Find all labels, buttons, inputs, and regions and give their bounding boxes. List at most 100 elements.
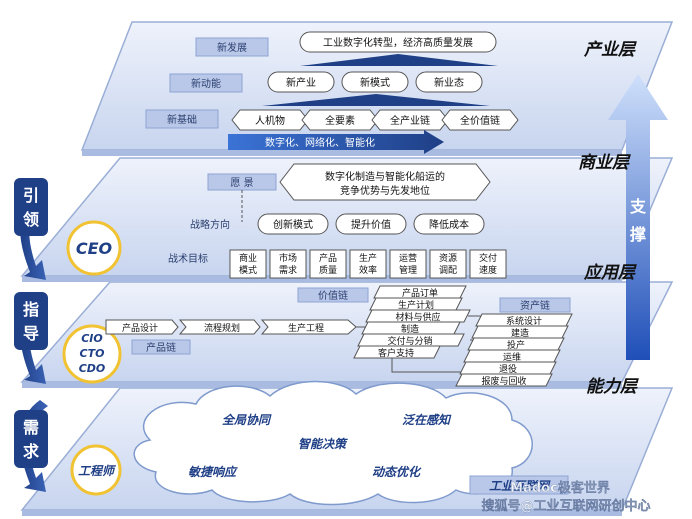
industry-foundation-4: 全价值链 <box>460 114 500 127</box>
product-flow: 产品设计 流程规划 生产工程 <box>105 319 357 335</box>
value-chain-label: 价值链 <box>318 289 348 302</box>
business-strategy-1: 创新模式 <box>273 218 313 231</box>
svg-text:材料与供应: 材料与供应 <box>395 311 440 323</box>
role-ceo-label: CEO <box>76 239 113 258</box>
industry-foundation-1: 人机物 <box>255 114 285 127</box>
svg-text:客户支持: 客户支持 <box>378 347 414 359</box>
support-label-char-2: 撑 <box>630 225 646 244</box>
role-cio-line-1: CIO <box>81 332 103 345</box>
flow-connector-3 <box>391 358 486 373</box>
svg-text:商业: 商业 <box>239 252 257 264</box>
business-label-vision: 愿 景 <box>230 177 253 189</box>
application-chain-labels: 价值链 产品链 资产链 <box>131 287 571 355</box>
cloud-item-4: 敏捷响应 <box>188 465 238 479</box>
svg-text:交付与分销: 交付与分销 <box>387 335 432 347</box>
side-demand: 需 求 <box>14 400 48 492</box>
side-direct: 指 导 <box>14 292 48 384</box>
svg-text:需求: 需求 <box>279 264 297 276</box>
industry-row-labels: 新发展 新动能 新基础 <box>145 37 269 129</box>
cloud-item-3: 智能决策 <box>298 437 348 451</box>
industry-foundation-3: 全产业链 <box>390 114 430 127</box>
role-cio-line-3: CDO <box>79 362 106 375</box>
support-arrow: 支 撑 <box>608 74 668 360</box>
demand-label-char-1: 需 <box>23 418 39 437</box>
product-flow-3: 生产工程 <box>288 322 324 334</box>
business-strategy-3: 降低成本 <box>429 218 469 231</box>
cloud-item-1: 全局协同 <box>222 413 272 427</box>
industry-top-chevron <box>300 54 498 66</box>
layer-title-capability: 能力层 <box>586 377 639 397</box>
svg-text:产品: 产品 <box>319 252 337 264</box>
product-flow-2: 流程规划 <box>204 322 240 334</box>
svg-text:调配: 调配 <box>439 265 457 276</box>
svg-text:制造: 制造 <box>401 323 419 335</box>
svg-text:效率: 效率 <box>359 264 377 276</box>
svg-text:运营: 运营 <box>399 252 417 264</box>
industry-row-label-1: 新发展 <box>217 41 247 54</box>
industry-driver-3: 新业态 <box>434 76 464 89</box>
role-cio-line-2: CTO <box>80 347 105 360</box>
svg-text:管理: 管理 <box>399 264 417 276</box>
capability-cloud: 全局协同 泛在感知 智能决策 敏捷响应 动态优化 <box>133 380 533 506</box>
business-labels: 愿 景 战略方向 战术目标 <box>168 173 277 265</box>
business-vision-line-2: 竞争优势与先发地位 <box>340 184 430 197</box>
value-items: 产品订单 生产计划 材料与供应 制造 交付与分销 客户支持 <box>353 285 471 359</box>
demand-label-char-2: 求 <box>23 442 40 461</box>
industry-mid-chevron <box>262 94 490 106</box>
svg-text:退役: 退役 <box>499 363 517 375</box>
product-chain-label: 产品链 <box>146 341 176 354</box>
business-label-tactics: 战术目标 <box>168 253 208 265</box>
watermark-line-1: Madoc极客世界 <box>510 480 610 496</box>
svg-text:工业数字化转型，经济高质量发展: 工业数字化转型，经济高质量发展 <box>323 36 473 49</box>
cloud-item-5: 动态优化 <box>372 465 422 479</box>
watermark: Madoc极客世界 搜狐号@工业互联网研创中心 <box>481 480 650 514</box>
direct-label-char-2: 导 <box>23 324 39 343</box>
industry-drivers: 新产业 新模式 新业态 <box>267 71 483 93</box>
asset-chain-label: 资产链 <box>520 299 550 312</box>
svg-text:模式: 模式 <box>239 264 257 276</box>
svg-text:资源: 资源 <box>439 253 457 264</box>
side-guide: 引 领 <box>14 178 48 280</box>
guide-label-char-2: 领 <box>23 210 39 229</box>
cloud-item-2: 泛在感知 <box>402 413 452 427</box>
business-tactics: 商业 模式 市场 需求 产品 质量 生产 效率 运营 管理 资源 调配 交付 速… <box>229 249 507 279</box>
business-label-strategy: 战略方向 <box>190 218 230 231</box>
watermark-line-2: 搜狐号@工业互联网研创中心 <box>481 498 650 514</box>
svg-text:建造: 建造 <box>511 327 529 339</box>
business-vision-line-1: 数字化制造与智能化船运的 <box>325 170 445 183</box>
svg-text:投产: 投产 <box>507 339 525 351</box>
industry-arrow-text: 数字化、网络化、智能化 <box>265 136 375 149</box>
role-cio: CIO CTO CDO <box>62 324 122 384</box>
role-engineer-label: 工程师 <box>78 464 117 478</box>
svg-text:生产: 生产 <box>359 252 377 264</box>
layer-title-industry: 产业层 <box>583 40 637 60</box>
industry-driver-2: 新模式 <box>360 76 390 89</box>
industry-row-label-3: 新基础 <box>167 113 197 126</box>
platform-badge: 工业互联网 <box>469 475 569 495</box>
svg-text:产品订单: 产品订单 <box>402 287 438 299</box>
business-vision-box: 数字化制造与智能化船运的 竞争优势与先发地位 <box>279 163 491 201</box>
svg-text:交付: 交付 <box>479 252 497 264</box>
asset-items: 系统设计 建造 投产 运维 退役 报废与回收 <box>455 313 573 387</box>
business-strategy-2: 提升价值 <box>351 218 391 231</box>
svg-text:生产计划: 生产计划 <box>398 299 434 311</box>
svg-text:速度: 速度 <box>479 264 497 276</box>
business-strategies: 创新模式 提升价值 降低成本 <box>257 213 485 235</box>
industry-arrow-band: 数字化、网络化、智能化 <box>228 130 444 154</box>
industry-foundation-2: 全要素 <box>325 114 355 127</box>
direct-label-char-1: 指 <box>23 300 39 319</box>
svg-text:工业互联网: 工业互联网 <box>489 479 551 493</box>
industry-foundations: 人机物 全要素 全产业链 全价值链 <box>231 109 519 131</box>
svg-text:质量: 质量 <box>319 264 337 276</box>
role-ceo: CEO <box>66 220 122 276</box>
svg-text:系统设计: 系统设计 <box>506 315 542 327</box>
industry-driver-1: 新产业 <box>286 76 316 89</box>
product-flow-1: 产品设计 <box>122 322 158 334</box>
role-engineer: 工程师 <box>70 444 122 496</box>
industry-row-label-2: 新动能 <box>191 77 221 90</box>
layer-title-application: 应用层 <box>583 263 637 283</box>
layer-title-business: 商业层 <box>578 153 631 173</box>
svg-text:报废与回收: 报废与回收 <box>481 375 526 387</box>
svg-text:运维: 运维 <box>503 351 521 363</box>
support-label-char-1: 支 <box>629 197 647 216</box>
